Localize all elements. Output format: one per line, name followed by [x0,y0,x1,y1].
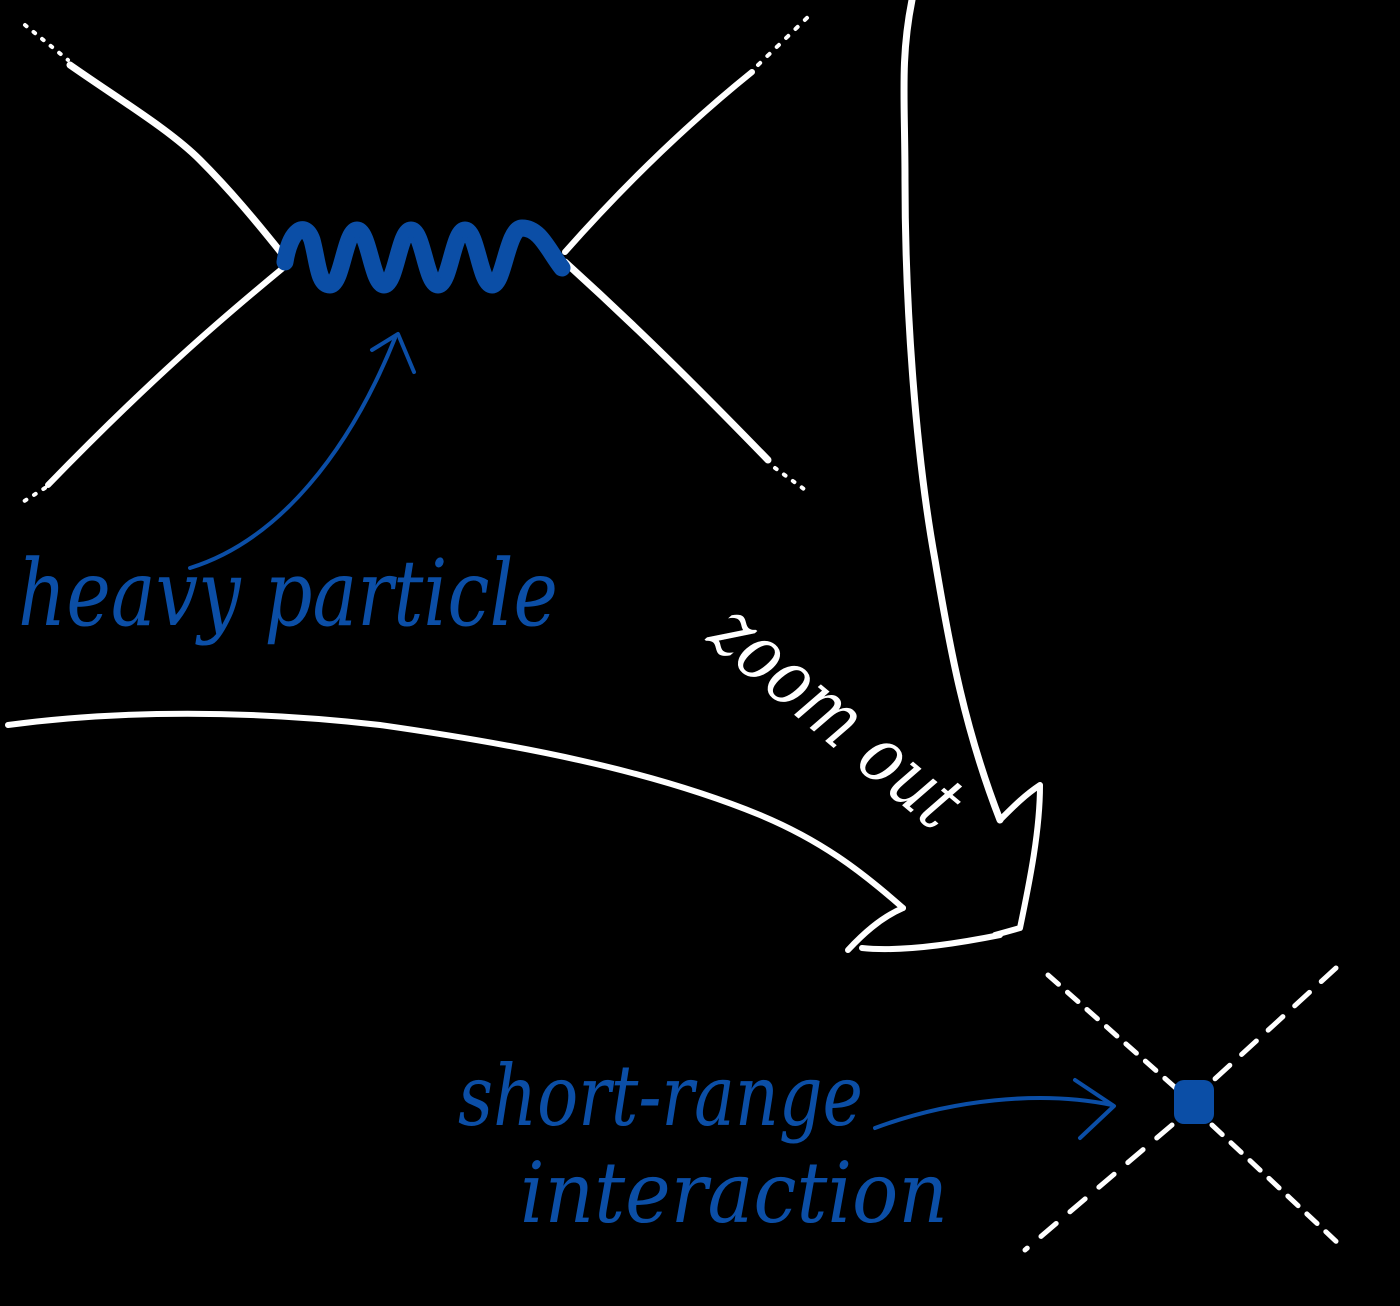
short-range-label-line1: short-range [458,1047,863,1145]
short-range-label-line2: interaction [520,1144,948,1242]
zoom-out-arrow: zoom out [5,0,1043,953]
fermion-line-upper-right [562,69,755,255]
fermion-line-lower-left [45,265,286,488]
dashed-line-upper-right [1202,965,1339,1091]
fermion-line-lower-left-dots [16,486,47,507]
heavy-particle-label: heavy particle [18,540,558,647]
dashed-line-lower-left [1022,1122,1175,1253]
heavy-particle-arrowhead [370,332,416,374]
dashed-line-lower-right [1209,1122,1343,1248]
arrow-outline-right-edge [900,0,1004,824]
short-range-arrowhead [1073,1078,1116,1140]
arrow-outline-left-edge [5,710,906,911]
short-range-pointer-arrow [873,1096,1114,1130]
wavy-propagator [276,219,571,294]
heavy-particle-pointer-arrow [188,336,397,570]
fermion-line-lower-right-dots [773,466,810,494]
fermion-line-lower-right [561,258,772,464]
exchange-diagram: heavy particle [16,13,812,647]
contact-vertex [1174,1080,1214,1124]
fermion-line-upper-left-dots [23,23,70,62]
arrow-head [845,782,1043,953]
fermion-line-upper-right-dots [756,13,812,67]
dashed-line-upper-left [1045,972,1181,1093]
fermion-line-upper-left [66,61,287,259]
contact-diagram: short-range interaction [458,965,1343,1253]
